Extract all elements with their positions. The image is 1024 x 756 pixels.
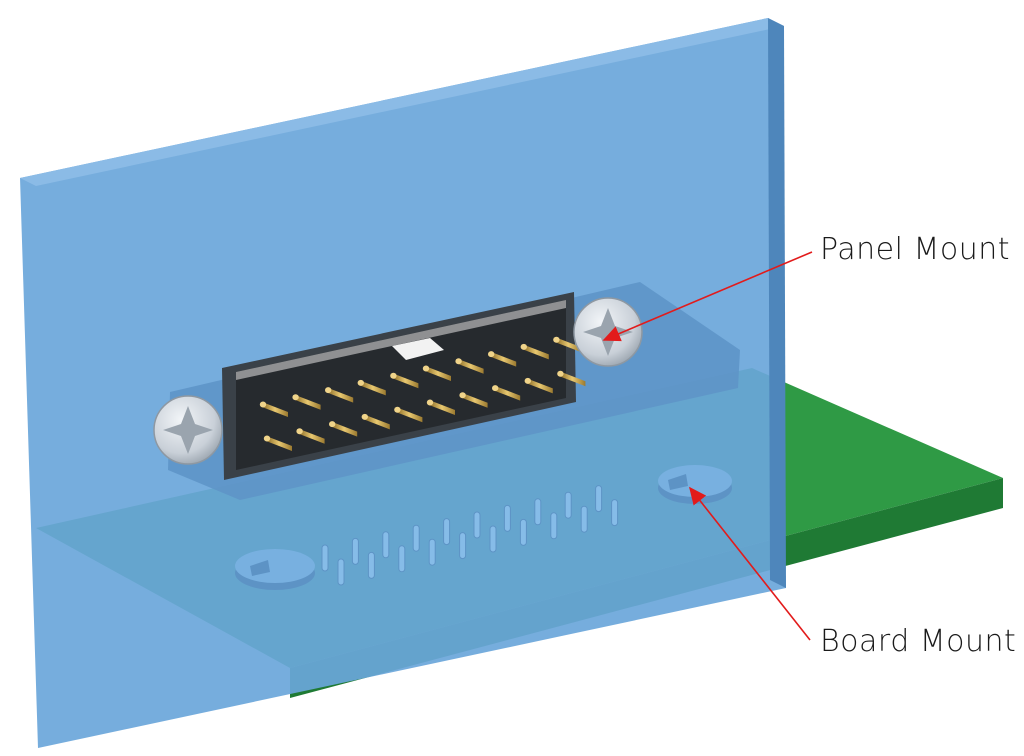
connector-cavity bbox=[236, 300, 566, 470]
solder-tail bbox=[519, 518, 527, 546]
connector-pin bbox=[262, 402, 288, 417]
connector-pin bbox=[490, 351, 517, 367]
connector-pin bbox=[298, 428, 325, 444]
panel-side-edge bbox=[768, 18, 786, 588]
solder-tail bbox=[443, 518, 451, 546]
connector-pin bbox=[494, 385, 521, 401]
connector-pin bbox=[294, 394, 321, 410]
solder-tail bbox=[550, 512, 558, 540]
solder-tail bbox=[351, 537, 359, 565]
connector-pin bbox=[457, 358, 484, 374]
solder-tail bbox=[321, 544, 329, 572]
connector-pin bbox=[363, 414, 390, 430]
solder-tail bbox=[580, 505, 588, 533]
housing-top-rim bbox=[236, 300, 566, 380]
pin-tip bbox=[492, 385, 499, 392]
solder-tail bbox=[595, 485, 603, 513]
solder-tail bbox=[611, 499, 619, 527]
pin-tip bbox=[426, 399, 434, 406]
connector-pin bbox=[429, 400, 455, 415]
connector-pin bbox=[396, 407, 423, 423]
connector-pin bbox=[266, 436, 292, 451]
pin-tip bbox=[520, 343, 527, 350]
pin-tip bbox=[259, 401, 267, 408]
solder-tail bbox=[459, 532, 467, 560]
pin-tip bbox=[394, 406, 401, 413]
solder-tail bbox=[428, 538, 436, 566]
panel-mount-callout bbox=[602, 251, 813, 342]
solder-tail bbox=[382, 531, 390, 559]
solder-tail bbox=[489, 525, 497, 553]
panel-screw-left bbox=[153, 395, 223, 465]
pin-tip bbox=[455, 358, 462, 365]
pin-tip bbox=[524, 377, 531, 384]
solder-tails bbox=[321, 485, 619, 586]
panel-top-edge bbox=[20, 18, 784, 186]
solder-tail bbox=[564, 491, 572, 519]
solder-tail bbox=[503, 504, 511, 532]
connector-pin bbox=[522, 344, 549, 360]
pin-tip bbox=[390, 372, 397, 379]
solder-tail bbox=[367, 551, 375, 579]
solder-tail bbox=[412, 524, 420, 552]
connector-pin bbox=[526, 378, 553, 394]
pin-tip bbox=[329, 421, 336, 428]
pin-tip bbox=[357, 379, 364, 386]
pin-tip bbox=[296, 428, 303, 435]
connector-pin bbox=[461, 392, 488, 408]
connector-pins bbox=[259, 336, 586, 451]
connector-pin bbox=[559, 371, 586, 387]
pin-tip bbox=[488, 351, 495, 358]
pin-tip bbox=[263, 435, 271, 442]
pin-tip bbox=[459, 392, 466, 399]
board-mount-boss-right bbox=[658, 465, 732, 504]
board-mount-boss-left bbox=[235, 549, 315, 590]
connector-pin bbox=[331, 421, 358, 437]
pin-tip bbox=[361, 413, 368, 420]
connector-pin bbox=[359, 380, 386, 396]
pin-tip bbox=[553, 336, 560, 343]
pin-tip bbox=[292, 394, 299, 401]
connector-pin bbox=[327, 387, 354, 403]
connector-pin bbox=[392, 373, 419, 389]
panel-mount-label: Panel Mount bbox=[820, 232, 1010, 267]
solder-tail bbox=[398, 545, 406, 573]
panel-screw-right bbox=[573, 297, 643, 367]
solder-tail bbox=[473, 511, 481, 539]
pin-tip bbox=[557, 370, 564, 377]
pin-tip bbox=[325, 387, 332, 394]
board-mount-label: Board Mount bbox=[820, 624, 1017, 659]
pin-tip bbox=[422, 365, 430, 372]
solder-tail bbox=[534, 498, 542, 526]
connector-pin bbox=[555, 337, 582, 353]
solder-tail bbox=[337, 558, 345, 586]
key-slot bbox=[392, 338, 444, 360]
board-mount-callout bbox=[689, 486, 811, 641]
connector-pin bbox=[425, 366, 451, 381]
